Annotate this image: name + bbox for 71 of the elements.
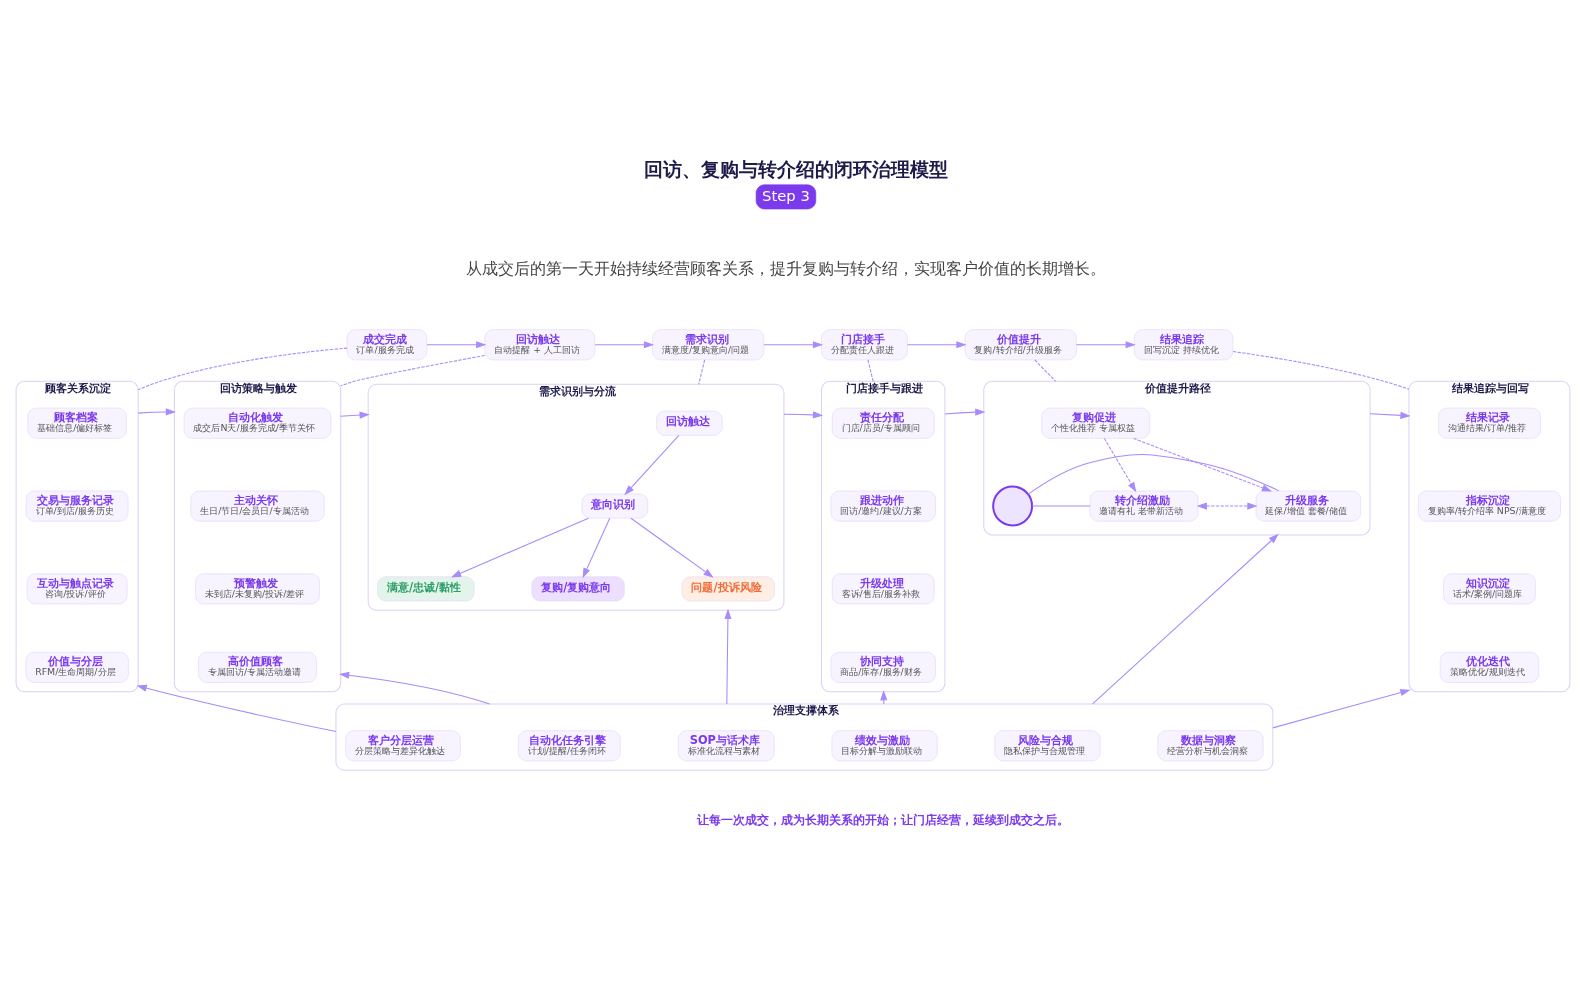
connector [698, 359, 706, 385]
node-box: 跟进动作 回访/邀约/建议/方案 [830, 490, 936, 522]
arrow [1092, 533, 1279, 705]
arrow [783, 411, 824, 419]
node-box: 成交完成 订单/服务完成 [346, 329, 428, 361]
diagram-title: 回访、复购与转介绍的闭环治理模型 [643, 158, 948, 180]
connector [1027, 454, 1280, 495]
node-box: 问题/投诉风险 [681, 576, 775, 602]
arrow [1103, 437, 1137, 493]
node-box: 预警触发 未到店/未复购/投诉/差评 [195, 573, 320, 605]
node-box: 回访触达 [656, 410, 723, 436]
node-circle [992, 485, 1034, 527]
node-box: 协同支持 商品/库存/服务/财务 [830, 651, 936, 683]
arrow [340, 411, 370, 419]
connector [867, 359, 874, 382]
arrow [136, 684, 337, 733]
arrow [944, 408, 986, 416]
arrow [1272, 689, 1411, 729]
arrow [137, 408, 176, 416]
node-box: 知识沉淀 话术/案例/问题库 [1443, 573, 1536, 605]
node-box: 需求识别 满意度/复购意向/问题 [652, 329, 765, 361]
label: 从成交后的第一天开始持续经营顾客关系，提升复购与转介绍，实现客户价值的长期增长。 [465, 258, 1106, 278]
node-box: 意向识别 [581, 493, 649, 519]
node-box: 自动化任务引擎 计划/提醒/任务闭环 [518, 730, 621, 762]
node-box: SOP与话术库 标准化流程与素材 [678, 730, 775, 762]
arrow [339, 671, 491, 705]
arrow [594, 341, 655, 349]
node-box: 数据与洞察 经营分析与机会洞察 [1157, 730, 1264, 762]
node-box: 升级服务 延保/增值 套餐/储值 [1255, 490, 1361, 522]
arrow [1075, 341, 1136, 349]
node-box: 指标沉淀 复购率/转介绍率 NPS/满意度 [1418, 490, 1561, 522]
node-box: 门店接手 分配责任人跟进 [821, 329, 908, 361]
node-box: 风险与合规 隐私保护与合规管理 [994, 730, 1101, 762]
node-box: 主动关怀 生日/节日/会员日/专属活动 [190, 490, 325, 522]
node-box: 价值与分层 RFM/生命周期/分层 [25, 651, 129, 683]
label: Step 3 [762, 186, 810, 204]
caption: 让每一次成交，成为长期关系的开始；让门店经营，延续到成交之后。 [697, 812, 1070, 827]
node-box: 满意/忠诚/黏性 [377, 576, 475, 602]
arrow [630, 517, 714, 578]
connector [1232, 351, 1410, 390]
node-box: 客户分层运营 分层策略与差异化触达 [345, 730, 461, 762]
node-box: 优化迭代 策略优化/规则迭代 [1439, 651, 1540, 683]
node-box: 结果记录 沟通结果/订单/推荐 [1438, 407, 1541, 439]
node-box: 结果追踪 回写沉淀 持续优化 [1134, 329, 1234, 361]
arrow [1369, 411, 1411, 419]
arrow [724, 608, 732, 705]
node-box: 复购促进 个性化推荐 专属权益 [1041, 407, 1151, 439]
node-box: 回访触达 自动提醒 + 人工回访 [484, 329, 596, 361]
node-box: 互动与触点记录 咨询/投诉/评价 [26, 573, 128, 605]
arrow [624, 434, 680, 496]
node-box: 顾客档案 基础信息/偏好标签 [27, 407, 127, 439]
arrow [582, 517, 611, 579]
connector [340, 354, 486, 387]
node-box: 交易与服务记录 订单/到店/服务历史 [25, 490, 129, 522]
connector [1034, 359, 1057, 382]
connector [137, 347, 348, 391]
node-box: 转介绍激励 邀请有礼 老带新活动 [1089, 490, 1199, 522]
connector [1031, 505, 1091, 507]
node-box: 价值提升 复购/转介绍/升级服务 [964, 329, 1077, 361]
node-box: 自动化触发 成交后N天/服务完成/季节关怀 [183, 407, 332, 439]
arrow [763, 341, 824, 349]
arrow [450, 517, 589, 578]
node-box: 责任分配 门店/店员/专属顾问 [831, 407, 935, 439]
node-box: 复购/复购意向 [531, 576, 625, 602]
arrow [1196, 502, 1258, 510]
arrow [1133, 437, 1273, 492]
arrow [426, 341, 487, 349]
node-box: 绩效与激励 目标分解与激励联动 [831, 730, 938, 762]
node-box: 升级处理 客诉/售后/服务补救 [831, 573, 935, 605]
node-box: 高价值顾客 专属回访/专属活动邀请 [198, 651, 317, 683]
arrow [906, 341, 967, 349]
